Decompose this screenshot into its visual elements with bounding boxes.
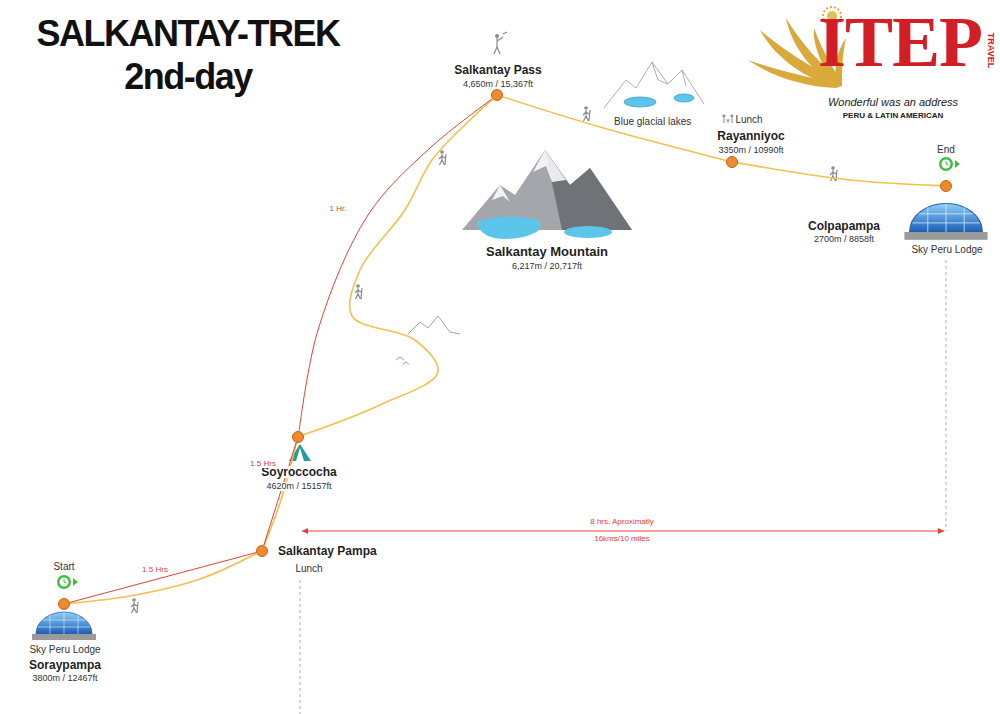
small-mountain-sketch — [396, 316, 460, 364]
binocular-icon — [494, 32, 507, 54]
start-label: Start — [53, 562, 74, 572]
distance-label: 16kms/10 miles — [594, 535, 650, 543]
waypoint-name: Colpapampa — [806, 220, 882, 232]
trek-title: SALKANTAY-TREK 2nd-day — [8, 12, 368, 98]
elevation-label: 4620m / 15157ft — [264, 482, 333, 491]
elevation-label: 3800m / 12467ft — [30, 674, 99, 683]
trail-path — [70, 553, 257, 603]
waypoint-name: Rayanniyoc — [715, 130, 786, 142]
waypoint-name: Soraypampa — [27, 659, 103, 671]
salkantay-mountain — [462, 150, 632, 239]
logo-subword: TRAVEL — [986, 33, 995, 68]
waypoint-dot: Salkantay PampaLunch — [256, 545, 268, 557]
end-label: End — [937, 145, 955, 155]
waypoint-note: Sky Peru Lodge — [27, 645, 102, 655]
waypoint-name: Salkantay Pass — [452, 64, 543, 76]
waypoint-dot: Soyroccocha4620m / 15157ft — [292, 431, 304, 443]
waypoint-dot: LunchRayanniyoc3350m / 10990ft — [726, 156, 738, 168]
trail-path — [503, 97, 726, 161]
logo-region: PERU & LATIN AMERICAN — [843, 112, 943, 120]
trail-path — [264, 443, 296, 546]
logo-wordmark: ITEP — [818, 6, 982, 78]
time-label: 1.5 Hrs — [249, 460, 277, 468]
lunch-icons — [295, 114, 733, 573]
time-line — [264, 443, 296, 546]
elevation-label: 2700m / 8858ft — [812, 235, 876, 244]
time-label: 1.5 Hrs — [141, 566, 169, 574]
clock-icons — [57, 157, 960, 589]
elevation-label: 3350m / 10990ft — [716, 146, 785, 155]
glacial-lakes-sketch — [604, 62, 704, 108]
duration-label: 8 hrs. Aproximatly — [590, 518, 654, 526]
waypoint-dot: Colpapampa2700m / 8858ftSky Peru Lodge — [940, 180, 952, 192]
trail-path — [304, 99, 493, 435]
lodge-icons — [32, 203, 988, 640]
waypoint-note: Sky Peru Lodge — [909, 245, 984, 255]
waypoint-note: Lunch — [293, 564, 324, 574]
hiker-icons — [131, 106, 837, 613]
time-line — [299, 99, 492, 431]
time-line — [70, 553, 256, 603]
elevation-label: 4,650m / 15,367ft — [461, 80, 535, 89]
mountain-name: Salkantay Mountain — [486, 245, 608, 258]
waypoint-dot: Salkantay Pass4,650m / 15,367ft — [491, 89, 503, 101]
lakes-label: Blue glacial lakes — [614, 117, 691, 127]
time-label: 1 Hr. — [329, 205, 348, 213]
logo-tagline: Wonderful was an address — [828, 97, 958, 108]
trail-path — [738, 163, 940, 186]
elevation-label: 6,217m / 20,717ft — [512, 262, 582, 271]
waypoint-dot: Sky Peru LodgeSoraypampa3800m / 12467ft — [58, 598, 70, 610]
waypoint-name: Salkantay Pampa — [276, 545, 379, 557]
waypoint-note: Lunch — [733, 115, 764, 125]
dimension-guides — [300, 260, 946, 714]
